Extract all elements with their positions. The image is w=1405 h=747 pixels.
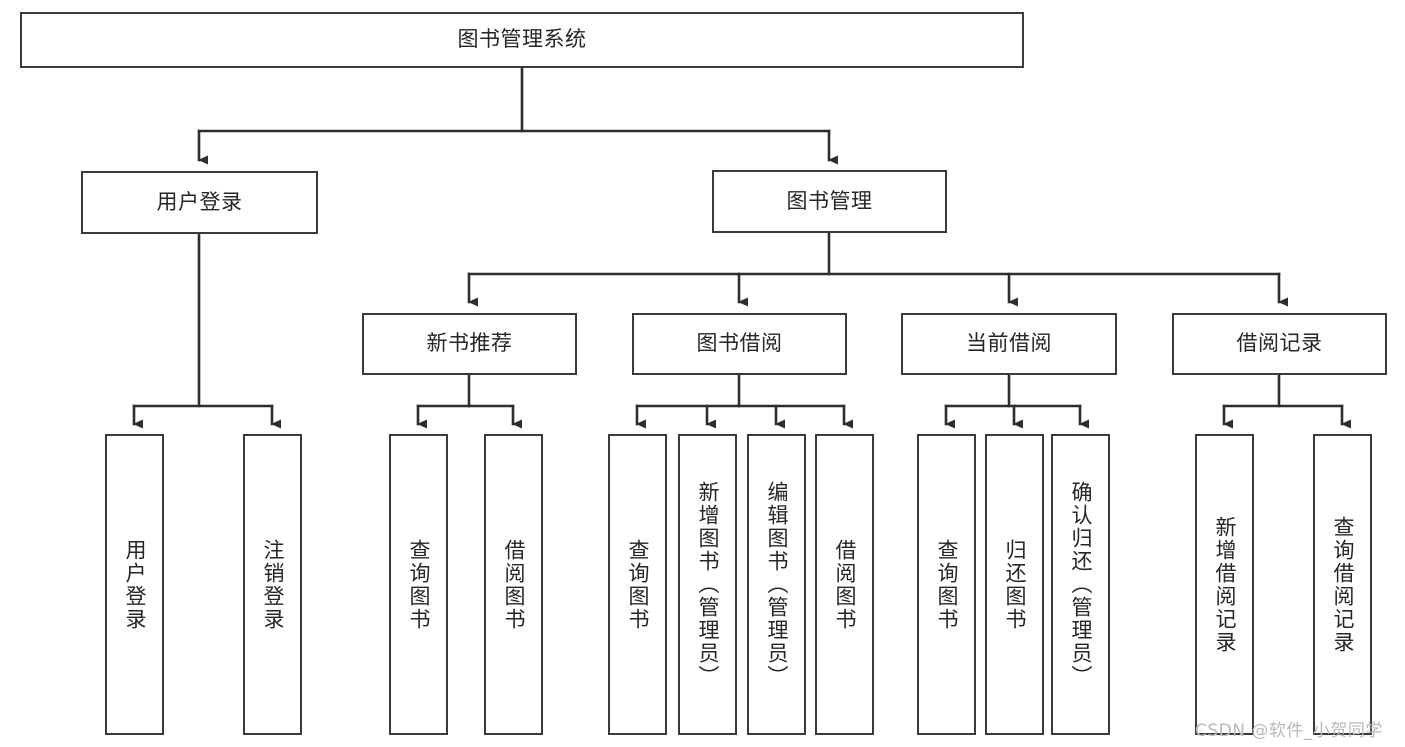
node-leaf-query-record[interactable]: 查询借阅记录 — [1313, 434, 1372, 735]
node-user-login-label: 用户登录 — [156, 189, 243, 214]
node-leaf-borrow-book-2-label: 借阅图书 — [833, 538, 857, 631]
node-book-borrow[interactable]: 图书借阅 — [632, 313, 847, 375]
node-book-manage[interactable]: 图书管理 — [712, 170, 947, 233]
node-leaf-user-login-label: 用户登录 — [123, 538, 147, 631]
node-leaf-add-record[interactable]: 新增借阅记录 — [1195, 434, 1254, 735]
node-leaf-edit-book[interactable]: 编辑图书（管理员） — [747, 434, 806, 735]
node-leaf-query-book-3[interactable]: 查询图书 — [917, 434, 976, 735]
node-user-login[interactable]: 用户登录 — [81, 171, 318, 234]
node-borrow-record-label: 借阅记录 — [1236, 331, 1323, 356]
node-leaf-query-book-1-label: 查询图书 — [407, 538, 431, 631]
node-leaf-query-book-3-label: 查询图书 — [935, 538, 959, 631]
node-leaf-user-logout-label: 注销登录 — [261, 538, 285, 631]
node-leaf-borrow-book-1-label: 借阅图书 — [502, 538, 526, 631]
node-leaf-query-book-2[interactable]: 查询图书 — [608, 434, 667, 735]
node-leaf-user-login[interactable]: 用户登录 — [105, 434, 164, 735]
node-leaf-user-logout[interactable]: 注销登录 — [243, 434, 302, 735]
node-leaf-borrow-book-1[interactable]: 借阅图书 — [484, 434, 543, 735]
node-new-book-recommend[interactable]: 新书推荐 — [362, 313, 577, 375]
node-current-borrow-label: 当前借阅 — [966, 331, 1052, 356]
node-leaf-return-book-label: 归还图书 — [1003, 538, 1027, 631]
node-current-borrow[interactable]: 当前借阅 — [901, 313, 1117, 375]
node-leaf-confirm-return-label: 确认归还（管理员） — [1069, 481, 1093, 688]
node-leaf-query-record-label: 查询借阅记录 — [1331, 515, 1355, 654]
node-book-manage-label: 图书管理 — [786, 188, 873, 213]
node-leaf-return-book[interactable]: 归还图书 — [985, 434, 1044, 735]
node-root-system[interactable]: 图书管理系统 — [20, 12, 1024, 68]
node-leaf-edit-book-label: 编辑图书（管理员） — [765, 481, 789, 688]
node-root-system-label: 图书管理系统 — [457, 27, 587, 52]
node-new-book-recommend-label: 新书推荐 — [426, 331, 513, 356]
node-leaf-add-record-label: 新增借阅记录 — [1213, 515, 1237, 654]
node-book-borrow-label: 图书借阅 — [696, 331, 783, 356]
node-leaf-confirm-return[interactable]: 确认归还（管理员） — [1051, 434, 1110, 735]
node-leaf-add-book[interactable]: 新增图书（管理员） — [678, 434, 737, 735]
node-leaf-query-book-1[interactable]: 查询图书 — [389, 434, 448, 735]
node-leaf-query-book-2-label: 查询图书 — [626, 538, 650, 631]
node-leaf-borrow-book-2[interactable]: 借阅图书 — [815, 434, 874, 735]
node-leaf-add-book-label: 新增图书（管理员） — [696, 481, 720, 688]
node-borrow-record[interactable]: 借阅记录 — [1172, 313, 1387, 375]
